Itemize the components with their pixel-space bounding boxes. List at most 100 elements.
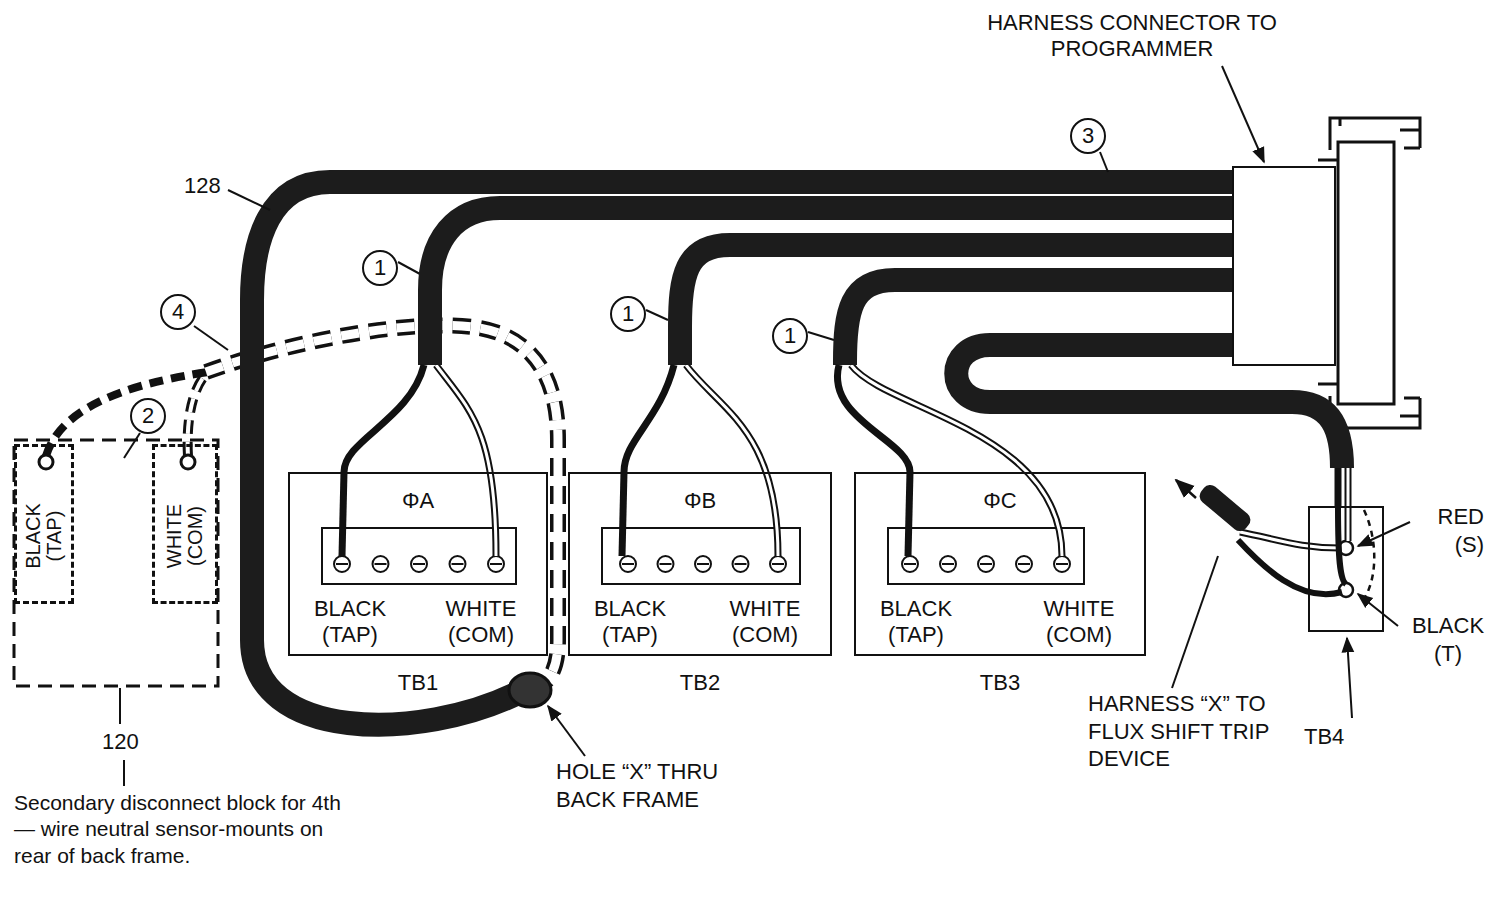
terminal-label: WHITE (COM) <box>1024 596 1134 649</box>
screw-slot <box>622 563 634 565</box>
wire-label: BLACK (T) <box>1398 612 1498 667</box>
direction-arrow <box>1176 480 1196 498</box>
screw-slot <box>980 563 992 565</box>
terminal-screw <box>978 556 994 572</box>
connector-label: HARNESS CONNECTOR TO PROGRAMMER <box>972 10 1292 63</box>
disconnect-terminal-box: BLACK (TAP) <box>14 444 74 604</box>
hidden-wire <box>1362 510 1374 602</box>
terminal-strips <box>322 528 1084 584</box>
leader-line <box>1222 66 1264 162</box>
cable-wire <box>624 365 674 472</box>
terminal-block: TB4 <box>1308 506 1384 632</box>
leader-line <box>1358 594 1398 626</box>
leader-line <box>194 326 228 350</box>
terminal-screw <box>1054 556 1070 572</box>
screw-slot <box>772 563 784 565</box>
terminal-strip <box>602 528 800 584</box>
leader-line <box>398 262 420 274</box>
wire-harness-cable <box>956 345 1342 506</box>
block-label: TB2 <box>570 670 830 696</box>
screws <box>334 541 1353 597</box>
black-tap-wire <box>622 472 624 556</box>
wire-label: RED (S) <box>1412 503 1484 558</box>
terminal-label: WHITE (COM) <box>426 596 536 649</box>
terminal-screw <box>770 556 786 572</box>
leader-line <box>646 310 668 320</box>
callout-number: 1 <box>362 250 398 286</box>
cable-wire <box>344 365 424 472</box>
screw-slot <box>375 563 387 565</box>
disconnect-terminal-box: WHITE (COM) <box>152 444 218 604</box>
leader-line <box>1358 522 1410 546</box>
black-tap-wire <box>908 472 910 556</box>
wire-harness-cable <box>837 280 1232 472</box>
terminal-label: BLACK (TAP) <box>580 596 680 649</box>
terminal-block: ΦABLACK (TAP)WHITE (COM)TB1 <box>288 472 548 656</box>
block-label: TB1 <box>290 670 546 696</box>
harness-white-wire-core <box>1240 532 1340 548</box>
screw-slot <box>660 563 672 565</box>
screw-slot <box>490 563 502 565</box>
terminal-screw <box>373 556 389 572</box>
harness-black-wire <box>1238 540 1342 594</box>
terminal-label: BLACK (TAP) <box>866 596 966 649</box>
cable-wire <box>1335 468 1342 506</box>
screw-slot <box>452 563 464 565</box>
connector-frame <box>1338 142 1394 404</box>
leader-line <box>1172 556 1218 688</box>
block-label: TB4 <box>1304 724 1344 750</box>
callout-number: 1 <box>610 296 646 332</box>
white-com-wire-core <box>686 365 778 556</box>
cable-128 <box>252 182 1232 725</box>
terminal-screw <box>488 556 504 572</box>
terminal-screw <box>450 556 466 572</box>
leader-lines <box>120 66 1410 786</box>
terminal-screw <box>733 556 749 572</box>
terminal <box>39 455 53 469</box>
terminal-label: BLACK (TAP) <box>300 596 400 649</box>
terminal-screw <box>695 556 711 572</box>
callout-number: 2 <box>130 398 166 434</box>
part-number: 128 <box>184 172 221 200</box>
note: Secondary disconnect block for 4th — wir… <box>14 790 344 869</box>
red-s-wire <box>1345 468 1352 541</box>
leader-line <box>1347 638 1352 718</box>
terminal-screw <box>940 556 956 572</box>
leader-line <box>548 706 585 756</box>
terminal-screw <box>411 556 427 572</box>
terminal-block: ΦBBLACK (TAP)WHITE (COM)TB2 <box>568 472 832 656</box>
note: HOLE “X” THRU BACK FRAME <box>556 758 756 813</box>
leader-line <box>124 433 140 458</box>
screw-slot <box>942 563 954 565</box>
disconnect-block-outline <box>14 440 218 686</box>
terminal-label: WHITE (COM) <box>164 486 206 586</box>
screw-slot <box>336 563 348 565</box>
leader-line <box>1100 152 1108 172</box>
red-s-wire-core <box>1347 468 1350 541</box>
terminals-120 <box>39 455 195 469</box>
terminal-screw <box>620 556 636 572</box>
leader-line <box>123 760 125 786</box>
terminal-screw <box>1016 556 1032 572</box>
terminal-label: BLACK (TAP) <box>23 486 65 586</box>
phase-label: ΦC <box>856 488 1144 514</box>
cable-wire <box>837 365 910 472</box>
screw-slot <box>697 563 709 565</box>
harness-connector: HARNESS CONNECTOR TO PROGRAMMER <box>1232 166 1336 366</box>
black-tap-wire <box>342 472 344 556</box>
harness-plug <box>1196 482 1253 535</box>
harness-white-wire <box>1240 532 1340 548</box>
wire-harness-cable <box>624 245 1232 472</box>
callout-number: 4 <box>160 294 196 330</box>
callout-number: 3 <box>1070 118 1106 154</box>
terminal-strip <box>322 528 516 584</box>
screw-slot <box>413 563 425 565</box>
screw-slot <box>1056 563 1068 565</box>
screw-slot <box>904 563 916 565</box>
screw-slot <box>735 563 747 565</box>
phase-label: ΦB <box>570 488 830 514</box>
phase-label: ΦA <box>290 488 546 514</box>
